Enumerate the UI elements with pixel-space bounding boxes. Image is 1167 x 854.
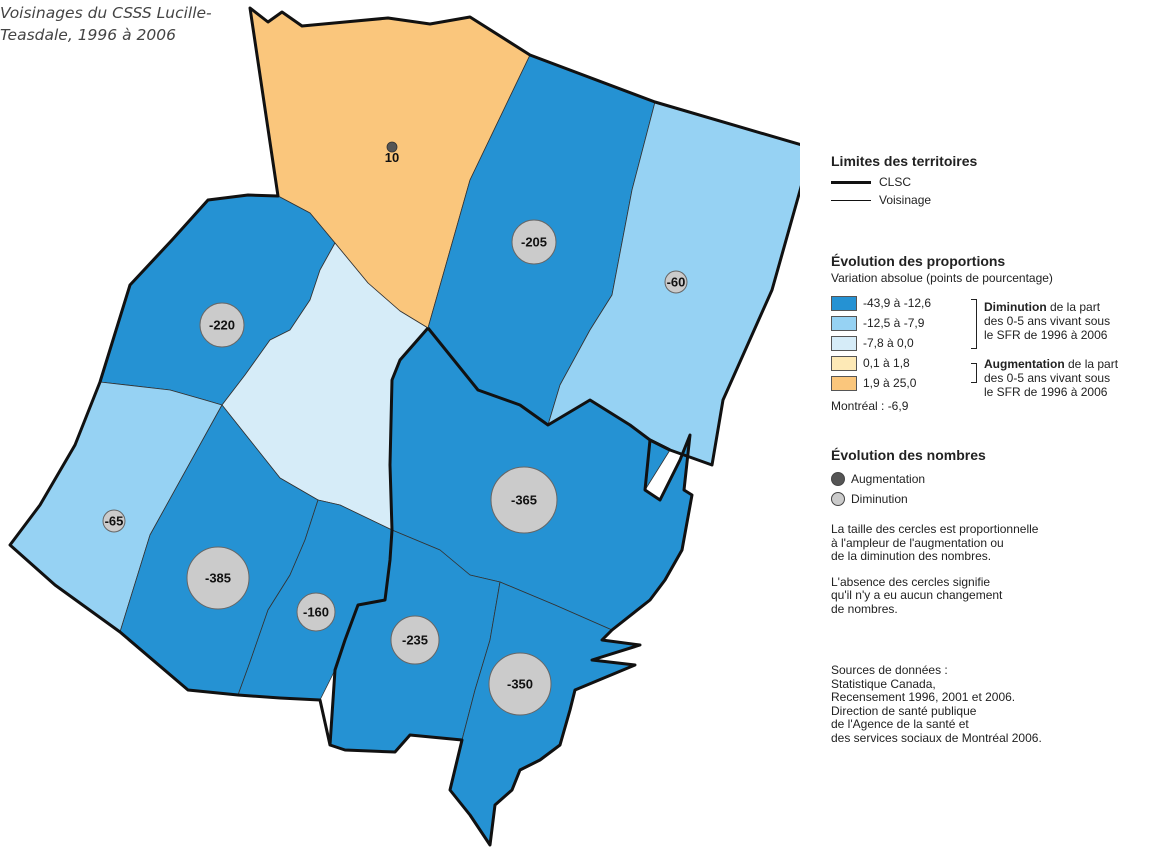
decrease-bracket (971, 299, 977, 349)
decrease-circle (296, 592, 336, 632)
legend-decrease-label: Diminution (851, 492, 908, 506)
legend-clsc-row: CLSC (831, 173, 1161, 191)
voisinage-line-symbol (831, 199, 871, 201)
neighbourhood-value-label: -235 (402, 633, 428, 648)
map-title-line1: Voisinages du CSSS Lucille- (0, 4, 212, 22)
legend-numbers-heading: Évolution des nombres (831, 447, 986, 463)
legend-classes: -43,9 à -12,6 -12,5 à -7,9 -7,8 à 0,0 0,1 à… (831, 293, 1161, 399)
decrease-circle-symbol (831, 492, 845, 506)
class-label: 1,9 à 25,0 (863, 376, 917, 390)
decrease-circle (664, 270, 688, 294)
legend-increase-row: Augmentation (831, 469, 1161, 489)
increase-note-line3: le SFR de 1996 à 2006 (984, 385, 1108, 399)
increase-note: Augmentation de la part des 0-5 ans viva… (984, 357, 1118, 399)
data-sources: Sources de données : Statistique Canada,… (831, 663, 1042, 745)
legend-voisinage-row: Voisinage (831, 191, 1161, 209)
legend-class-3: -7,8 à 0,0 (831, 333, 1161, 353)
montreal-value: Montréal : -6,9 (831, 399, 909, 413)
neighbourhood-value-label: 10 (385, 150, 399, 165)
circle-absence-note: L'absence des cercles signifie qu'il n'y… (831, 574, 1003, 616)
legend-decrease-row: Diminution (831, 489, 1161, 509)
increase-note-rest: de la part (1064, 357, 1119, 371)
neighbourhood-value-label: -365 (511, 493, 537, 508)
clsc-boundary (426, 327, 671, 452)
legend-proportions-subtitle: Variation absolue (points de pourcentage… (831, 271, 1053, 285)
decrease-circle (390, 615, 440, 665)
decrease-circle (511, 219, 557, 265)
class-swatch (831, 315, 857, 331)
decrease-circle (186, 546, 250, 610)
neighbourhood-value-label: -205 (521, 235, 547, 250)
neighbourhood-value-label: -65 (105, 514, 124, 529)
clsc-line-symbol (831, 180, 871, 184)
decrease-note: Diminution de la part des 0-5 ans vivant… (984, 300, 1110, 342)
legend-voisinage-label: Voisinage (879, 193, 932, 207)
clsc-boundary (328, 327, 430, 746)
legend: Limites des territoires CLSC Voisinage É… (831, 153, 1161, 745)
decrease-circle (199, 302, 245, 348)
neighbourhood-value-label: -350 (507, 677, 533, 692)
increase-note-line2: des 0-5 ans vivant sous (984, 371, 1111, 385)
legend-limits-heading: Limites des territoires (831, 153, 978, 169)
decrease-note-line3: le SFR de 1996 à 2006 (984, 328, 1108, 342)
legend-class-2: -12,5 à -7,9 (831, 313, 1161, 333)
class-swatch (831, 375, 857, 391)
decrease-note-rest: de la part (1046, 300, 1101, 314)
decrease-circle (488, 652, 552, 716)
neighbourhood-value-label: -220 (209, 318, 235, 333)
increase-note-bold: Augmentation (984, 357, 1065, 371)
class-swatch (831, 295, 857, 311)
decrease-note-bold: Diminution (984, 300, 1047, 314)
choropleth-map: 10 -205 -60 -220 -65 -385 -160 -365 -235 -350 (8, 6, 800, 847)
circle-size-note: La taille des cercles est proportionnell… (831, 522, 1039, 563)
class-label: -7,8 à 0,0 (863, 336, 914, 350)
decrease-circle (102, 509, 126, 533)
class-swatch (831, 355, 857, 371)
legend-class-5: 1,9 à 25,0 (831, 373, 1161, 393)
class-label: 0,1 à 1,8 (863, 356, 910, 370)
legend-class-4: 0,1 à 1,8 (831, 353, 1161, 373)
decrease-note-line2: des 0-5 ans vivant sous (984, 314, 1111, 328)
legend-class-1: -43,9 à -12,6 (831, 293, 1161, 313)
map-title-line2: Teasdale, 1996 à 2006 (0, 26, 176, 44)
class-label: -43,9 à -12,6 (863, 296, 932, 310)
neighbourhood-value-label: -385 (205, 571, 231, 586)
increase-circle-symbol (831, 472, 845, 486)
clsc-boundary (8, 6, 800, 847)
neighbourhood-value-label: -60 (667, 275, 686, 290)
map-title: Voisinages du CSSS Lucille- Teasdale, 19… (0, 2, 250, 46)
legend-clsc-label: CLSC (879, 175, 912, 189)
legend-increase-label: Augmentation (851, 472, 926, 486)
neighbourhood-value-label: -160 (303, 605, 329, 620)
class-swatch (831, 335, 857, 351)
increase-bracket (971, 363, 977, 383)
legend-proportions-heading: Évolution des proportions (831, 253, 1006, 269)
increase-circle (386, 141, 398, 153)
decrease-circle (490, 466, 558, 534)
class-label: -12,5 à -7,9 (863, 316, 925, 330)
